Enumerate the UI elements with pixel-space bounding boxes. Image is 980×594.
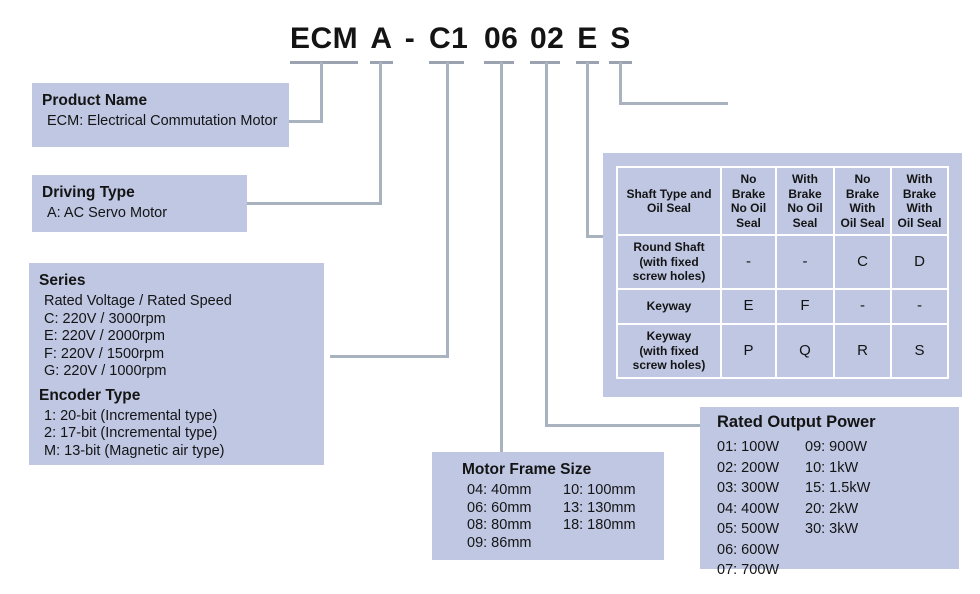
- table-cell: P: [722, 325, 775, 377]
- model-code-segment-ecm: ECM: [290, 20, 359, 64]
- connector-c1-vertical: [446, 62, 449, 358]
- power-item: 07: 700W: [717, 562, 780, 578]
- table-header-shaft-type: Shaft Type and Oil Seal: [618, 168, 720, 234]
- power-item: 03: 300W: [717, 480, 780, 496]
- model-code-segment-a: A: [370, 20, 393, 64]
- table-cell: E: [722, 290, 775, 323]
- connector-s-horizontal: [619, 102, 728, 105]
- rated-output-power-title: Rated Output Power: [717, 413, 876, 431]
- series-line: C: 220V / 3000rpm: [44, 310, 166, 327]
- model-code-segment-c1: C1: [429, 20, 468, 64]
- table-cell: S: [892, 325, 947, 377]
- model-code-text-dash: -: [404, 22, 416, 55]
- rated-output-power-column-2: 09: 900W 10: 1kW 15: 1.5kW 20: 2kW 30: 3…: [805, 437, 870, 581]
- rated-output-power-box: Rated Output Power 01: 100W 02: 200W 03:…: [700, 407, 959, 578]
- model-code-segment-06: 06: [484, 20, 518, 64]
- power-item: 01: 100W: [717, 439, 780, 455]
- power-item: 30: 3kW: [805, 521, 859, 537]
- connector-06-vertical: [500, 62, 503, 452]
- product-name-description: ECM: Electrical Commutation Motor: [47, 113, 278, 129]
- encoder-type-line: M: 13-bit (Magnetic air type): [44, 442, 225, 459]
- model-code-text-s: S: [610, 22, 631, 55]
- encoder-type-title: Encoder Type: [39, 386, 141, 404]
- segment-underline: [290, 61, 358, 64]
- shaft-oil-seal-panel: Shaft Type and Oil Seal No Brake No Oil …: [603, 153, 962, 397]
- frame-size-item: 06: 60mm: [467, 499, 532, 516]
- frame-size-item: 13: 130mm: [563, 499, 636, 516]
- product-name-title: Product Name: [42, 92, 148, 109]
- encoder-type-line: 1: 20-bit (Incremental type): [44, 407, 218, 424]
- table-header-no-brake-with-oil: No Brake With Oil Seal: [835, 168, 890, 234]
- model-code-text-ecm: ECM: [290, 22, 359, 55]
- table-cell: -: [892, 290, 947, 323]
- connector-ecm-vertical: [320, 62, 323, 123]
- table-cell: -: [777, 236, 833, 288]
- series-line: G: 220V / 1000rpm: [44, 363, 167, 379]
- model-code-text-a: A: [370, 22, 393, 55]
- frame-size-item: 08: 80mm: [467, 517, 532, 533]
- series-title: Series: [39, 272, 86, 289]
- power-item: 15: 1.5kW: [805, 480, 871, 496]
- table-row-label-keyway-fixed: Keyway (with fixed screw holes): [618, 325, 720, 377]
- connector-a-horizontal: [246, 202, 382, 205]
- connector-s-vertical: [619, 62, 622, 105]
- encoder-type-line: 2: 17-bit (Incremental type): [44, 425, 218, 441]
- frame-size-item: 18: 180mm: [563, 517, 636, 533]
- model-code-text-c1: C1: [429, 22, 469, 55]
- power-item: 10: 1kW: [805, 459, 859, 476]
- model-code-segment-e: E: [576, 20, 599, 64]
- model-code-segment-s: S: [609, 20, 632, 64]
- driving-type-box: Driving Type A: AC Servo Motor: [32, 175, 247, 232]
- table-cell: D: [892, 236, 947, 288]
- motor-frame-size-column-1: 04: 40mm 06: 60mm 08: 80mm 09: 86mm: [467, 482, 563, 552]
- connector-e-vertical: [586, 62, 589, 238]
- motor-frame-size-title: Motor Frame Size: [462, 461, 592, 478]
- power-item: 09: 900W: [805, 439, 868, 455]
- driving-type-description: A: AC Servo Motor: [47, 205, 168, 221]
- frame-size-item: 04: 40mm: [467, 482, 532, 498]
- frame-size-item: 10: 100mm: [563, 482, 636, 498]
- connector-ecm-horizontal: [288, 120, 323, 123]
- series-encoder-box: Series Rated Voltage / Rated Speed C: 22…: [29, 263, 324, 465]
- table-header-with-brake-no-oil: With Brake No Oil Seal: [777, 168, 833, 234]
- connector-02-horizontal: [545, 424, 701, 427]
- table-cell: C: [835, 236, 890, 288]
- model-code-segment-02: 02: [530, 20, 564, 64]
- table-cell: -: [835, 290, 890, 323]
- power-item: 05: 500W: [717, 521, 780, 537]
- motor-frame-size-box: Motor Frame Size 04: 40mm 06: 60mm 08: 8…: [432, 452, 664, 560]
- connector-a-vertical: [379, 62, 382, 205]
- series-line: E: 220V / 2000rpm: [44, 328, 165, 344]
- model-code-text-e: E: [577, 22, 598, 55]
- table-header-no-brake-no-oil: No Brake No Oil Seal: [722, 168, 775, 234]
- table-cell: F: [777, 290, 833, 323]
- frame-size-item: 09: 86mm: [467, 534, 532, 551]
- power-item: 20: 2kW: [805, 500, 859, 517]
- series-line: Rated Voltage / Rated Speed: [44, 293, 232, 309]
- table-cell: -: [722, 236, 775, 288]
- table-row-label-round-shaft: Round Shaft (with fixed screw holes): [618, 236, 720, 288]
- table-header-with-brake-with-oil: With Brake With Oil Seal: [892, 168, 947, 234]
- motor-frame-size-column-2: 10: 100mm 13: 130mm 18: 180mm: [563, 482, 636, 552]
- table-row-label-keyway: Keyway: [618, 290, 720, 323]
- connector-c1-horizontal: [330, 355, 449, 358]
- segment-underline: [484, 61, 514, 64]
- power-item: 04: 400W: [717, 500, 780, 517]
- table-cell: R: [835, 325, 890, 377]
- shaft-oil-seal-table: Shaft Type and Oil Seal No Brake No Oil …: [616, 166, 949, 379]
- model-code-segment-dash: -: [400, 20, 420, 60]
- connector-e-horizontal: [586, 235, 606, 238]
- model-code-text-06: 06: [484, 22, 519, 55]
- table-cell: Q: [777, 325, 833, 377]
- model-code-text-02: 02: [530, 22, 565, 55]
- rated-output-power-column-1: 01: 100W 02: 200W 03: 300W 04: 400W 05: …: [717, 437, 805, 581]
- product-name-box: Product Name ECM: Electrical Commutation…: [32, 83, 289, 147]
- power-item: 02: 200W: [717, 459, 780, 476]
- series-line: F: 220V / 1500rpm: [44, 345, 165, 362]
- power-item: 06: 600W: [717, 541, 780, 558]
- driving-type-title: Driving Type: [42, 184, 135, 201]
- connector-02-vertical: [545, 62, 548, 427]
